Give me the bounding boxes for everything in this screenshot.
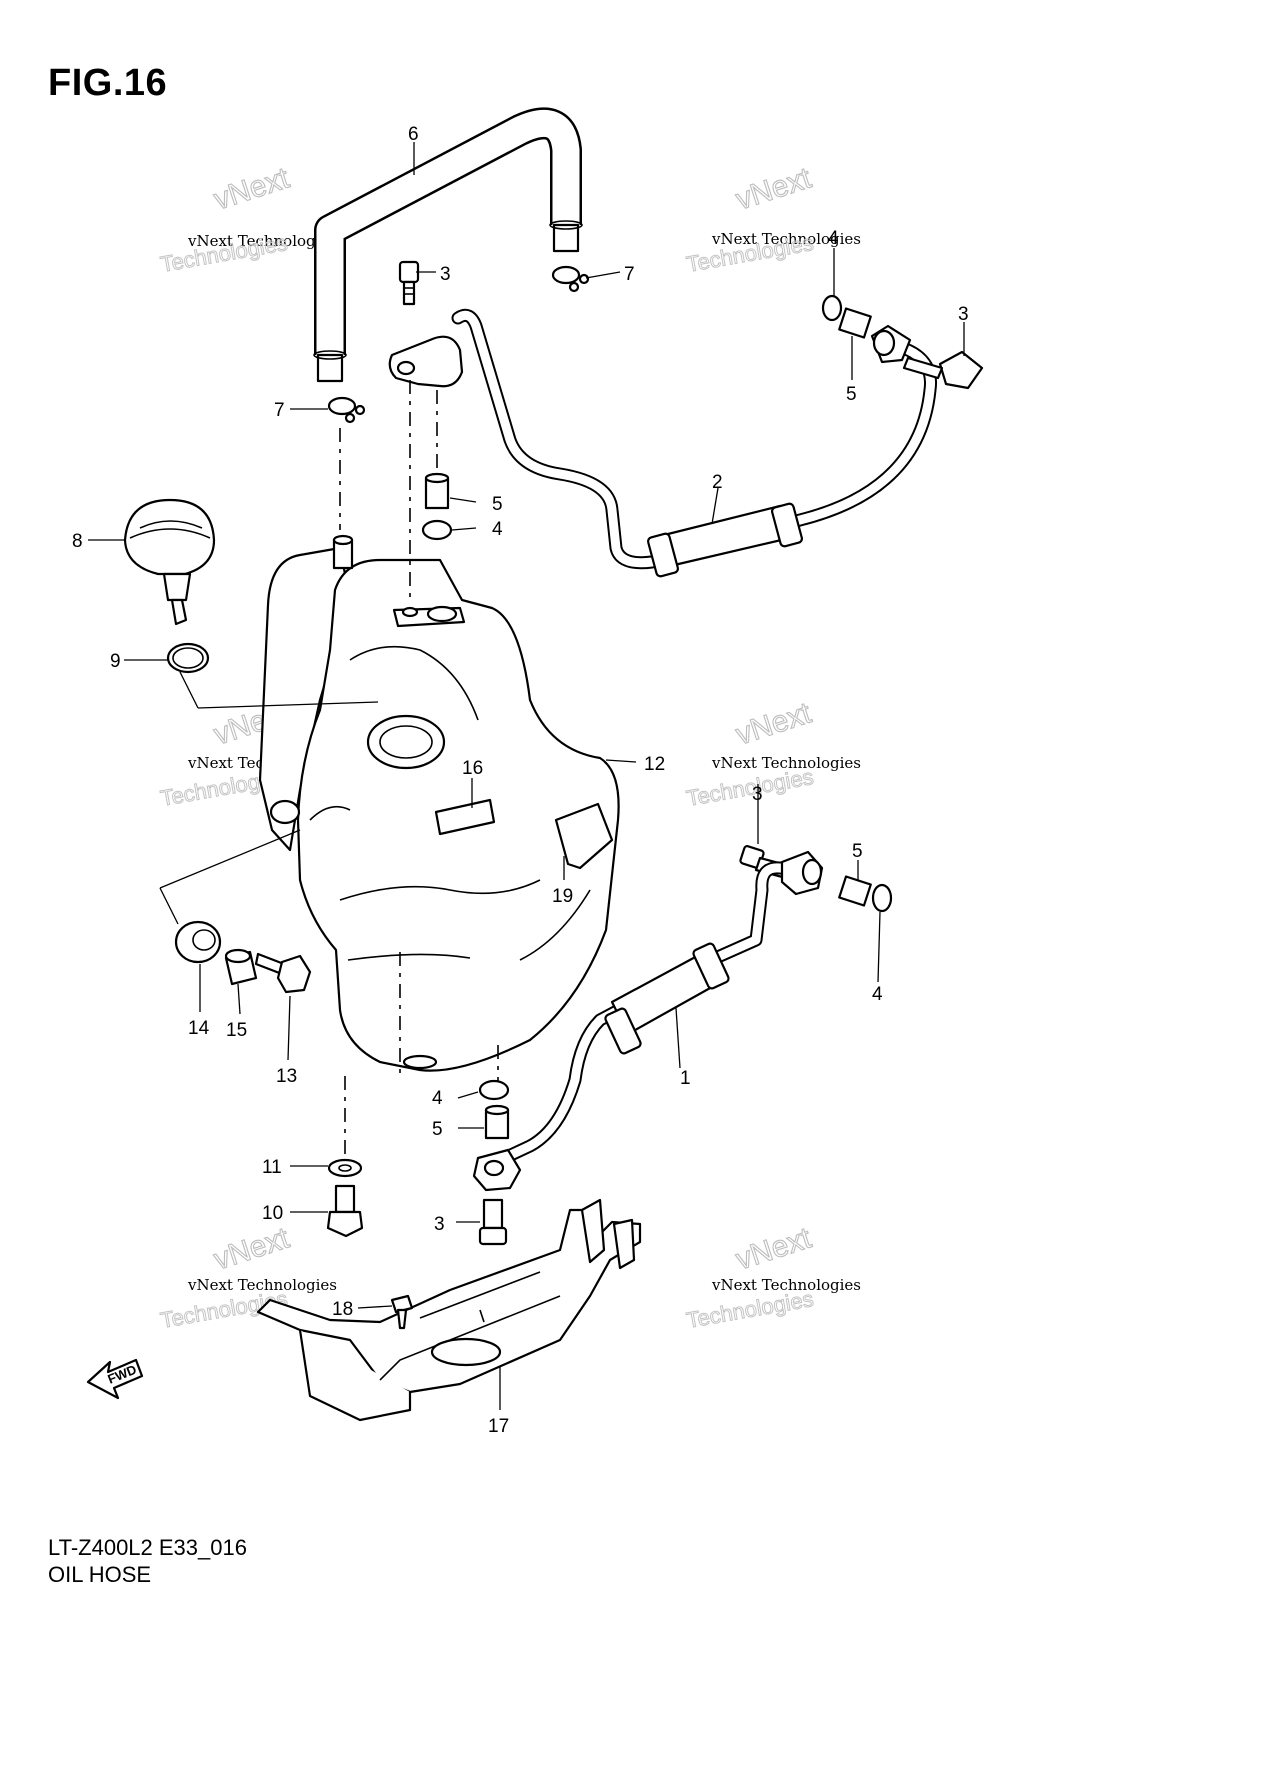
callout-19: 19 <box>552 886 573 907</box>
clip-18 <box>390 1294 414 1330</box>
breather-hose-6 <box>313 107 583 383</box>
callout-13: 13 <box>276 1066 297 1087</box>
watermark-vnext: vNext <box>210 1221 294 1276</box>
collar-5-lower <box>484 1104 510 1140</box>
assembly-lines <box>159 380 499 1158</box>
collar-5-upper <box>424 472 450 510</box>
callout-5-right: 5 <box>846 384 857 405</box>
tank-guard-17 <box>256 1198 642 1422</box>
callout-leaders <box>88 142 965 1410</box>
oil-tank-12 <box>258 534 620 1072</box>
watermark-vnext: vNext <box>732 696 816 751</box>
gasket-4-lower <box>478 1079 510 1101</box>
callout-11: 11 <box>262 1157 282 1178</box>
oil-hose-1 <box>472 850 824 1192</box>
callout-3-mid: 3 <box>752 784 763 805</box>
callout-18: 18 <box>332 1299 353 1320</box>
clip-7-left <box>327 396 366 424</box>
grommet-14 <box>174 920 222 964</box>
watermark-text: vNext Technologies <box>187 1276 337 1294</box>
callout-6: 6 <box>408 124 419 145</box>
clip-7-top <box>551 265 590 293</box>
callout-4-right: 4 <box>828 228 839 249</box>
model-code: LT-Z400L2 E33_016 <box>48 1535 247 1560</box>
figure-title: FIG.16 <box>48 62 168 104</box>
watermark-vnext: vNext <box>732 161 816 216</box>
callout-7-left: 7 <box>274 400 285 421</box>
washer-11 <box>327 1158 363 1178</box>
watermark-vnext: vNext <box>210 161 294 216</box>
watermark-mid-right: vNext vNext Technologies Technologies <box>684 696 861 812</box>
collar-15 <box>224 948 258 986</box>
collar-5-right <box>838 307 872 339</box>
oil-hose-2 <box>388 308 938 578</box>
watermark-top-left: vNext vNext Technologies Technologies <box>158 161 337 278</box>
callout-12: 12 <box>644 754 665 775</box>
drain-bolt-10 <box>326 1184 364 1238</box>
watermark-vnext: vNext <box>732 1221 816 1276</box>
o-ring-9-inner <box>172 647 204 669</box>
banjo-bolt-3-bottom <box>478 1198 508 1246</box>
banjo-bolt-3-right <box>902 350 984 390</box>
watermark-text: vNext Technologies <box>711 754 861 772</box>
gasket-4-right <box>821 294 843 322</box>
callout-3-right: 3 <box>958 304 969 325</box>
callout-10: 10 <box>262 1203 283 1224</box>
watermark-text: vNext Technologies <box>187 232 337 250</box>
watermark-bottom-right: vNext vNext Technologies Technologies <box>684 1221 861 1334</box>
callout-4-upper: 4 <box>492 519 503 540</box>
watermark-text: vNext Technologies <box>711 230 861 248</box>
callout-4-lower: 4 <box>432 1088 443 1109</box>
callout-15: 15 <box>226 1020 247 1041</box>
callout-8: 8 <box>72 531 83 552</box>
bolt-13 <box>254 952 312 994</box>
callout-7-top: 7 <box>624 264 635 285</box>
gasket-4-upper <box>421 519 453 541</box>
gasket-4-mid <box>871 883 893 913</box>
callout-numbers: 1 2 3 3 3 3 4 4 4 4 5 5 5 5 6 7 7 8 9 10… <box>72 124 969 1437</box>
callout-4-mid: 4 <box>872 984 883 1005</box>
callout-9: 9 <box>110 651 121 672</box>
callout-14: 14 <box>188 1018 210 1039</box>
fwd-direction-arrow: FWD <box>86 1358 144 1400</box>
oil-tank-cap-8 <box>123 498 216 626</box>
callout-1: 1 <box>680 1068 691 1089</box>
collar-5-mid <box>838 875 872 907</box>
callout-5-mid: 5 <box>852 841 863 862</box>
callout-2: 2 <box>712 472 723 493</box>
section-name: OIL HOSE <box>48 1562 152 1587</box>
banjo-bolt-3-top <box>398 260 420 306</box>
callout-3-top: 3 <box>440 264 451 285</box>
callout-3-bottom: 3 <box>434 1214 445 1235</box>
callout-5-upper: 5 <box>492 494 503 515</box>
callout-5-lower: 5 <box>432 1119 443 1140</box>
callout-17: 17 <box>488 1416 509 1437</box>
callout-16: 16 <box>462 758 483 779</box>
watermark-text: vNext Technologies <box>711 1276 861 1294</box>
